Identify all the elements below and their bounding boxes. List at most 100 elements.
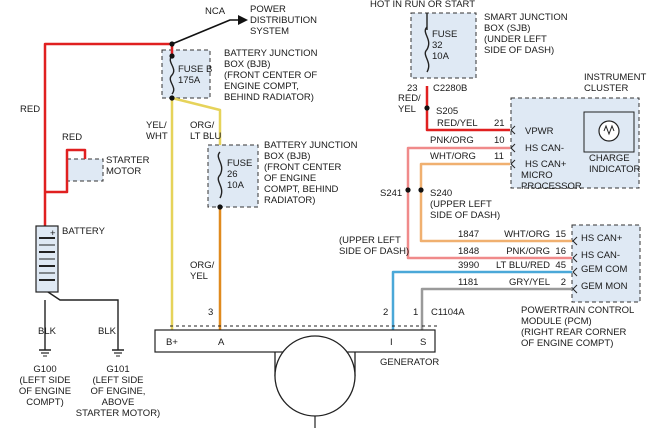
connector-pin-icon xyxy=(572,253,578,263)
label-g100: OF ENGINE xyxy=(19,386,71,397)
pcm-box xyxy=(571,224,641,303)
pcm-pin-number: 16 xyxy=(555,246,566,257)
label-instrument-cluster: CLUSTER xyxy=(584,83,628,94)
bjb-fuse-26-box xyxy=(207,144,259,208)
label-fuse-26: 10A xyxy=(227,180,245,191)
label-power-distribution: POWER xyxy=(250,4,286,15)
label-blk-2: BLK xyxy=(98,326,117,337)
splice-dot xyxy=(169,53,175,59)
label-pin-3: 3 xyxy=(208,307,213,318)
label-upper-left-dash: (UPPER LEFT xyxy=(339,235,401,246)
label-terminal-i: I xyxy=(390,337,393,348)
label-fuse-b: 175A xyxy=(178,75,201,86)
label-pin-1: 1 xyxy=(413,307,418,318)
label-wire-pnk-org: PNK/ORG xyxy=(430,135,474,146)
connector-pin-icon xyxy=(572,236,578,246)
label-vpwr: VPWR xyxy=(525,126,554,137)
label-g101: G101 xyxy=(106,364,129,375)
label-bjb-2: BATTERY JUNCTION xyxy=(264,140,358,151)
label-hs-can-plus: HS CAN+ xyxy=(525,159,567,170)
label-org-yel: ORG/ xyxy=(190,260,215,271)
wire-pnk-org-cluster xyxy=(406,146,510,190)
wire-nca xyxy=(171,19,240,45)
splice-dot xyxy=(217,204,223,210)
label-starter-motor: MOTOR xyxy=(106,166,141,177)
label-g101: (LEFT SIDE xyxy=(92,375,143,386)
label-red-left: RED xyxy=(20,104,40,115)
label-pin-11: 11 xyxy=(494,151,504,162)
label-s205: S205 xyxy=(436,106,458,117)
label-sjb: (UNDER LEFT xyxy=(484,34,547,45)
label-pcm: MODULE (PCM) xyxy=(521,316,592,327)
label-micro-processor: MICRO xyxy=(521,170,553,181)
label-pin-21: 21 xyxy=(494,118,505,129)
label-pcm: (RIGHT REAR CORNER xyxy=(521,327,627,338)
label-g101: ABOVE xyxy=(102,397,135,408)
pcm-circuit-number: 3990 xyxy=(458,260,479,271)
wire-wht-org-pcm xyxy=(419,190,572,243)
label-pin-2: 2 xyxy=(383,307,388,318)
label-g101: STARTER MOTOR) xyxy=(76,408,160,419)
label-starter-motor: STARTER xyxy=(106,155,150,166)
connector-pin-icon xyxy=(510,159,516,169)
label-s240: S240 xyxy=(430,188,452,199)
lamp-filament xyxy=(603,124,615,136)
connector-pin-icon xyxy=(572,267,578,277)
label-bjb-2: BOX (BJB) xyxy=(264,151,310,162)
label-org-ltblu: LT BLU xyxy=(190,131,221,142)
label-blk-1: BLK xyxy=(38,326,57,337)
label-terminal-a: A xyxy=(218,337,225,348)
splice-dot xyxy=(169,41,175,47)
label-power-distribution: DISTRIBUTION xyxy=(250,15,317,26)
connector-pin-icon xyxy=(572,284,578,294)
label-hot-in-run: HOT IN RUN OR START xyxy=(370,0,475,10)
splice-dot xyxy=(418,187,424,193)
label-sjb: SIDE OF DASH) xyxy=(484,45,554,56)
label-wire-wht-org: WHT/ORG xyxy=(430,151,476,162)
label-org-ltblu: ORG/ xyxy=(190,120,215,131)
pcm-wire-color: LT BLU/RED xyxy=(496,260,550,271)
splice-dot xyxy=(405,187,411,193)
generator-symbol xyxy=(274,335,356,417)
label-g100: (LEFT SIDE xyxy=(19,375,70,386)
label-red-yel: YEL xyxy=(398,104,416,115)
label-yel-wht: WHT xyxy=(146,131,168,142)
label-s240: (UPPER LEFT xyxy=(430,199,492,210)
label-g101: OF ENGINE, xyxy=(91,386,146,397)
label-org-yel: YEL xyxy=(190,271,208,282)
label-bjb-2: (FRONT CENTER xyxy=(264,162,342,173)
label-fuse-26: 26 xyxy=(227,169,238,180)
pcm-pin-name: HS CAN+ xyxy=(581,233,623,244)
label-bjb-1: ENGINE COMPT, xyxy=(224,81,299,92)
label-pin-10: 10 xyxy=(494,135,505,146)
wire-org-ltblu xyxy=(171,96,222,145)
pcm-pin-number: 2 xyxy=(561,277,566,288)
label-red-starter: RED xyxy=(62,132,82,143)
pcm-wire-color: PNK/ORG xyxy=(506,246,550,257)
label-sjb: BOX (SJB) xyxy=(484,23,530,34)
label-c1104a: C1104A xyxy=(431,307,465,318)
label-g100: G100 xyxy=(33,364,56,375)
pcm-pin-number: 45 xyxy=(555,260,566,271)
wire-red-yel-cluster xyxy=(425,108,510,132)
label-wire-red-yel: RED/YEL xyxy=(437,118,478,129)
label-c2280b: C2280B xyxy=(433,83,467,94)
wire-red-battery xyxy=(43,42,174,228)
pcm-circuit-number: 1847 xyxy=(458,229,479,240)
label-red-yel: RED/ xyxy=(398,93,421,104)
label-bjb-1: BATTERY JUNCTION xyxy=(224,48,318,59)
fuse-32-symbol xyxy=(424,26,430,73)
label-bjb-2: RADIATOR) xyxy=(264,195,315,206)
pcm-pin-name: GEM COM xyxy=(581,264,628,275)
charge-indicator-lamp xyxy=(598,120,620,142)
label-generator: GENERATOR xyxy=(380,357,439,368)
label-fuse-b: FUSE B xyxy=(178,64,212,75)
label-charge-indicator: CHARGE xyxy=(589,153,630,164)
label-pin-23: 23 xyxy=(407,83,418,94)
label-terminal-bplus: B+ xyxy=(166,337,178,348)
pcm-pin-number: 15 xyxy=(555,229,566,240)
wire-blk-g101 xyxy=(44,289,119,350)
label-bjb-1: BEHIND RADIATOR) xyxy=(224,92,314,103)
label-bjb-1: BOX (BJB) xyxy=(224,59,270,70)
